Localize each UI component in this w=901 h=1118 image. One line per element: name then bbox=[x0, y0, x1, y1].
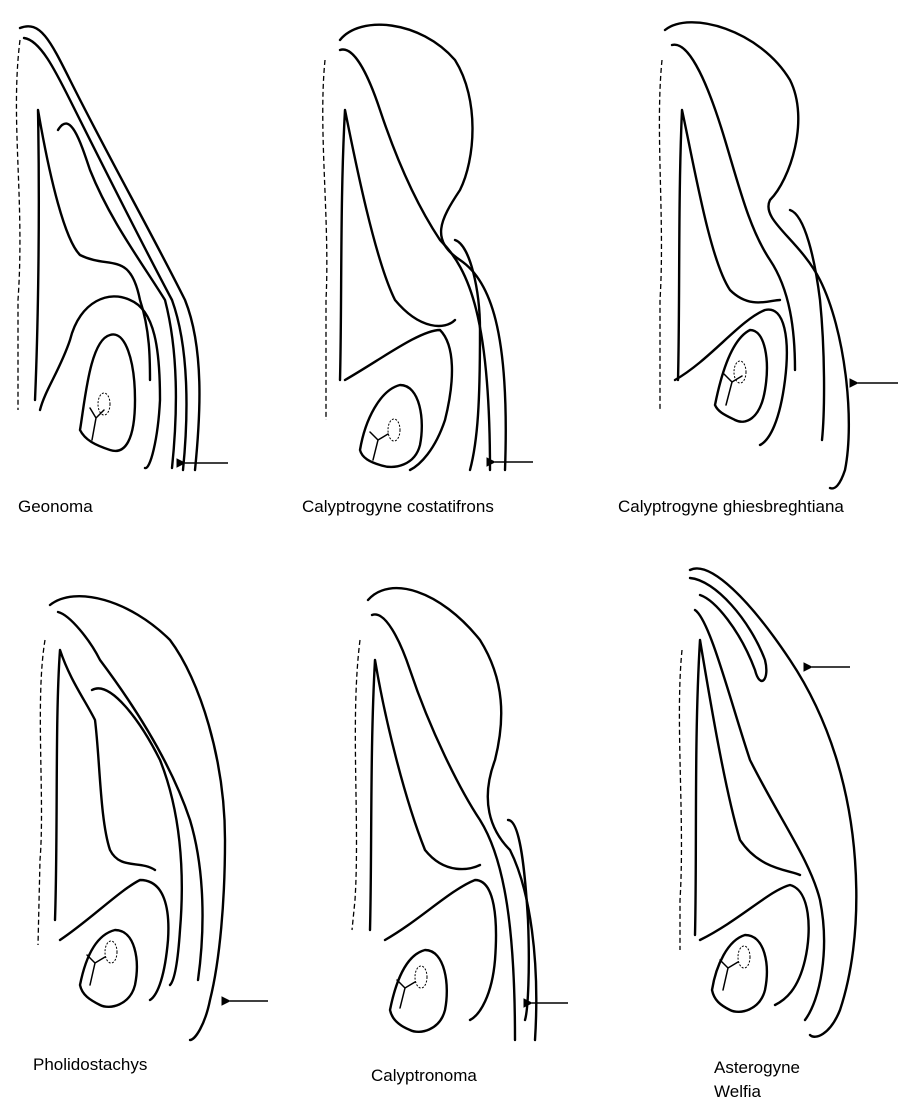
outer-petal bbox=[665, 22, 849, 488]
dashed-outline bbox=[38, 640, 45, 945]
gynoecium bbox=[390, 950, 447, 1032]
label-asterogyne: Asterogyne bbox=[714, 1057, 800, 1079]
panel-geonoma bbox=[16, 26, 228, 470]
dashed-outline bbox=[323, 60, 327, 420]
stalk bbox=[90, 408, 104, 440]
outer-petal-inner bbox=[690, 578, 766, 681]
stalk bbox=[370, 432, 388, 460]
gynoecium bbox=[712, 935, 767, 1012]
dashed-outline bbox=[679, 650, 682, 950]
inner-wall bbox=[340, 110, 455, 380]
staminode bbox=[40, 296, 160, 468]
stalk bbox=[720, 960, 738, 990]
stalk bbox=[724, 374, 742, 405]
dashed-outline bbox=[352, 640, 360, 930]
ovule bbox=[388, 419, 400, 441]
inner-wall bbox=[35, 110, 150, 400]
outer-petal-inner bbox=[340, 50, 490, 470]
panel-pholidostachys bbox=[38, 596, 268, 1040]
ovule bbox=[734, 361, 746, 383]
gynoecium bbox=[360, 385, 422, 467]
stalk bbox=[87, 955, 105, 985]
outer-petal-inner bbox=[672, 45, 795, 370]
panel-calyptrogyne-ghiesbreghtiana bbox=[659, 22, 898, 488]
ovule bbox=[415, 966, 427, 988]
dashed-outline bbox=[16, 40, 20, 410]
panel-calyptronoma bbox=[352, 588, 568, 1040]
label-calyptrogyne-costatifrons: Calyptrogyne costatifrons bbox=[302, 496, 494, 518]
label-calyptronoma: Calyptronoma bbox=[371, 1065, 477, 1087]
ovule bbox=[738, 946, 750, 968]
label-pholidostachys: Pholidostachys bbox=[33, 1054, 147, 1076]
label-calyptrogyne-ghiesbreghtiana: Calyptrogyne ghiesbreghtiana bbox=[618, 496, 844, 518]
inner-wall bbox=[695, 640, 800, 935]
ovule bbox=[98, 393, 110, 415]
outer-petal bbox=[340, 25, 506, 470]
gynoecium bbox=[80, 930, 137, 1007]
panel-calyptrogyne-costatifrons bbox=[323, 25, 533, 470]
dashed-outline bbox=[659, 60, 662, 410]
label-geonoma: Geonoma bbox=[18, 496, 93, 518]
staminode bbox=[675, 310, 787, 445]
label-welfia: Welfia bbox=[714, 1081, 761, 1103]
panel-asterogyne-welfia bbox=[679, 568, 856, 1036]
outer-petal bbox=[368, 588, 536, 1040]
ovule bbox=[105, 941, 117, 963]
gynoecium bbox=[80, 334, 135, 450]
staminode bbox=[60, 880, 168, 1000]
staminode bbox=[700, 885, 809, 1005]
stalk bbox=[397, 980, 415, 1008]
